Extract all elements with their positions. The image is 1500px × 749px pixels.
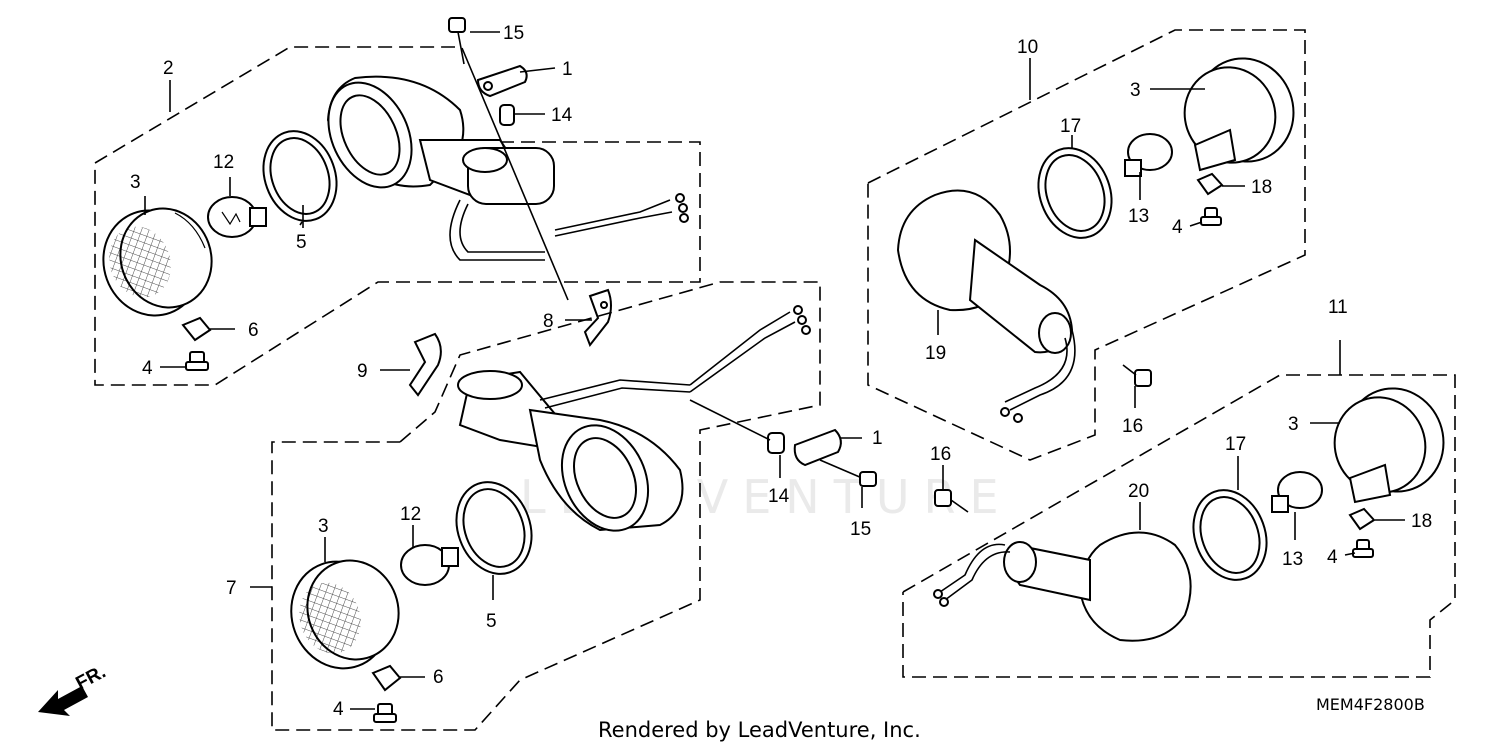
screw-16-lower [934, 489, 969, 513]
nut-18-lower-right [1348, 507, 1376, 531]
callouts: 15 1 14 2 12 3 5 6 4 8 9 1 14 15 7 3 12 … [130, 23, 1432, 720]
callout-20: 20 [1128, 481, 1149, 502]
callout-5: 5 [486, 611, 497, 632]
clamp-1-upper [476, 64, 528, 98]
assembly-group-10 [867, 29, 1306, 461]
callout-15: 15 [503, 23, 524, 44]
lens-19-upper-right [896, 189, 1076, 423]
callout-4: 4 [333, 699, 344, 720]
callout-18: 18 [1411, 511, 1432, 532]
callout-3: 3 [1288, 414, 1299, 435]
callout-19: 19 [925, 343, 946, 364]
gasket-ring-17-upper-right [1037, 147, 1113, 239]
callout-14: 14 [551, 105, 573, 126]
callout-18: 18 [1251, 177, 1272, 198]
bulb-upper-left [207, 196, 267, 238]
screw-15-upper [448, 17, 569, 301]
screw-4-lower-right [1352, 539, 1374, 558]
callout-14: 14 [768, 486, 790, 507]
callout-1: 1 [562, 59, 573, 80]
gasket-ring-lower-left [455, 481, 533, 575]
callout-4: 4 [1327, 547, 1338, 568]
callout-12: 12 [213, 152, 234, 173]
callout-15: 15 [850, 519, 871, 540]
callout-16: 16 [930, 444, 951, 465]
nut-6-lower-left [371, 664, 402, 692]
leader-lines [144, 31, 1405, 710]
lens-assembly-3-upper-right [1183, 57, 1295, 172]
assembly-group-11 [902, 340, 1456, 678]
callout-4: 4 [1172, 217, 1183, 238]
assembly-group-2 [94, 46, 701, 386]
callout-6: 6 [248, 320, 259, 341]
bracket-8 [583, 288, 612, 348]
callout-6: 6 [433, 667, 444, 688]
gasket-ring-upper-left [262, 130, 338, 222]
clamp-1-lower [793, 428, 842, 467]
screw-16-upper [1122, 364, 1152, 387]
collar-nut-14-upper [499, 104, 515, 126]
callout-1: 1 [872, 428, 883, 449]
callout-3: 3 [130, 172, 141, 193]
bracket-9 [380, 332, 442, 397]
callout-8: 8 [543, 311, 554, 332]
screw-4-lower-left [373, 703, 397, 723]
lens-assembly-lower-left [290, 559, 400, 670]
callout-4: 4 [142, 358, 153, 379]
assembly-group-7 [250, 281, 821, 731]
callout-17: 17 [1225, 434, 1246, 455]
bulb-13-upper-right [1124, 133, 1173, 177]
callout-5: 5 [296, 232, 307, 253]
callout-12: 12 [400, 504, 421, 525]
callout-17: 17 [1060, 116, 1081, 137]
screw-4-upper-left [185, 351, 209, 371]
nut-18-upper-right [1196, 172, 1224, 196]
housing-lower-left [457, 305, 811, 532]
lens-20-lower-right [933, 531, 1192, 642]
callout-13: 13 [1282, 549, 1303, 570]
credit-text: Rendered by LeadVenture, Inc. [598, 718, 921, 742]
callout-13: 13 [1128, 206, 1149, 227]
callout-9: 9 [357, 361, 368, 382]
screw-4-upper-right [1200, 207, 1222, 226]
diagram-code: MEM4F2800B [1316, 695, 1425, 714]
bulb-lower-left [400, 544, 459, 586]
gasket-ring-17-lower-right [1192, 489, 1268, 581]
callout-10: 10 [1017, 37, 1038, 58]
bulb-13-lower-right [1271, 471, 1323, 513]
screw-15-lower [819, 459, 877, 487]
nut-6-upper-left [181, 316, 212, 342]
callout-11: 11 [1328, 297, 1348, 318]
front-direction-arrow-icon: FR. [38, 662, 109, 716]
collar-nut-14-lower [689, 399, 785, 454]
callout-3: 3 [1130, 80, 1141, 101]
callout-2: 2 [163, 58, 174, 79]
housing-upper-left [326, 75, 689, 261]
callout-3: 3 [318, 516, 329, 537]
lens-assembly-3-lower-right [1333, 387, 1445, 504]
lens-assembly-upper-left [102, 207, 213, 317]
callout-7: 7 [226, 578, 237, 599]
callout-16: 16 [1122, 416, 1143, 437]
